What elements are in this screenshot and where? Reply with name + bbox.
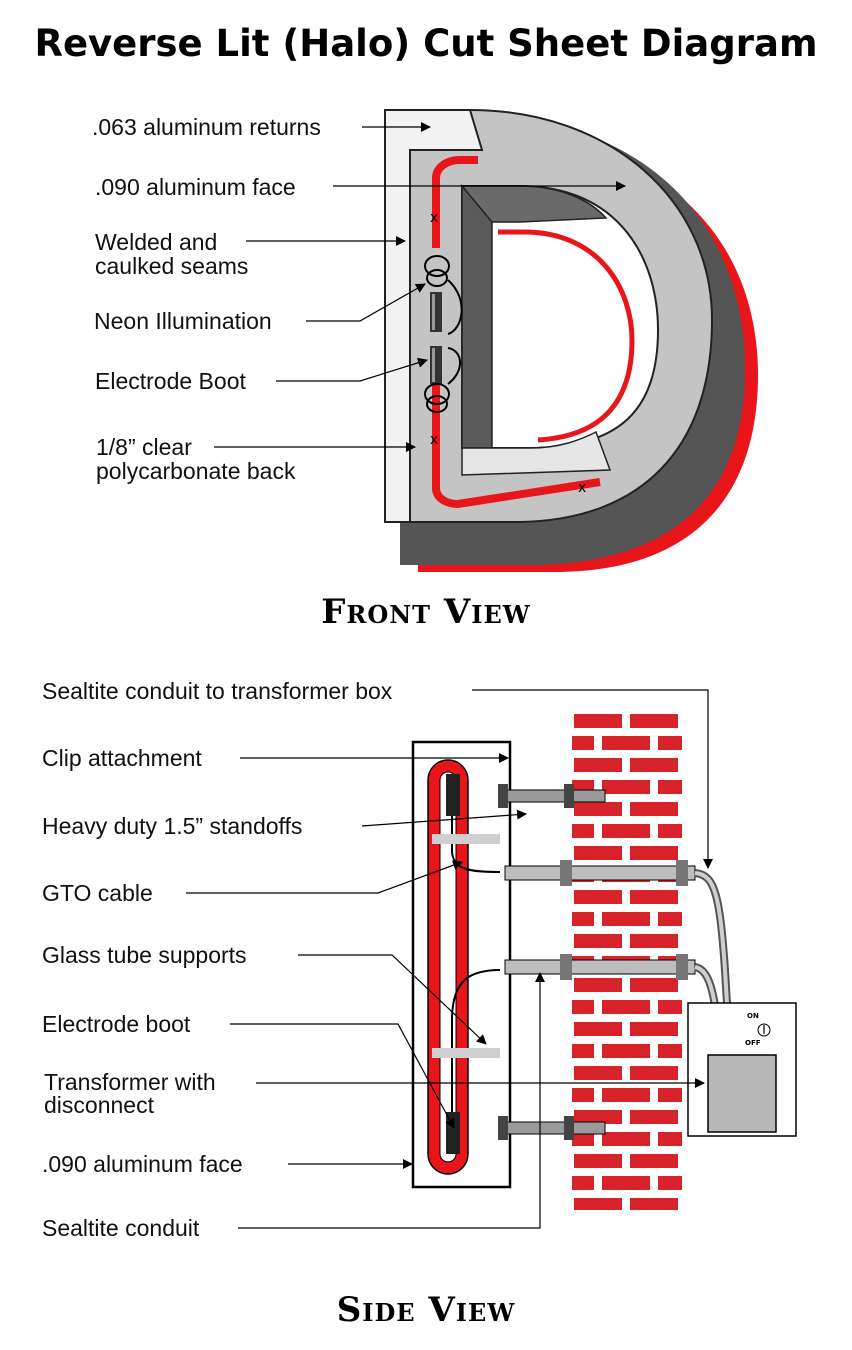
- counter-bottom-lip: [461, 430, 612, 476]
- label-gto-cable: GTO cable: [42, 880, 153, 906]
- transformer: [707, 1054, 777, 1133]
- standoff-top: [498, 784, 606, 808]
- svg-text:x: x: [430, 432, 438, 448]
- neon-tube: [432, 156, 478, 248]
- svg-text:x: x: [430, 210, 438, 226]
- label-aluminum-returns: .063 aluminum returns: [92, 114, 321, 140]
- label-glass-tube-supports: Glass tube supports: [42, 942, 247, 968]
- front-view-diagram: x x x: [214, 109, 759, 572]
- switch-on-label: ON: [747, 1012, 759, 1020]
- label-sealtite-conduit: Sealtite conduit: [42, 1215, 200, 1241]
- label-welded-seams-2: caulked seams: [95, 253, 249, 279]
- svg-text:x: x: [578, 480, 586, 496]
- gto-cable-bottom: [451, 969, 501, 1140]
- label-electrode-boot-side: Electrode boot: [42, 1011, 191, 1037]
- label-aluminum-face-side: .090 aluminum face: [42, 1151, 243, 1177]
- label-clip-attachment: Clip attachment: [42, 745, 202, 771]
- front-view-title: Front View: [321, 592, 531, 632]
- standoff-bottom: [498, 1116, 606, 1140]
- label-standoffs: Heavy duty 1.5” standoffs: [42, 813, 303, 839]
- label-neon-illumination: Neon Illumination: [94, 308, 272, 334]
- label-transformer-2: disconnect: [44, 1092, 154, 1118]
- label-aluminum-face: .090 aluminum face: [95, 174, 296, 200]
- page-title: Reverse Lit (Halo) Cut Sheet Diagram: [34, 22, 818, 65]
- neon-tube-lower: [432, 380, 601, 509]
- side-view-title: Side View: [336, 1290, 516, 1330]
- counter-red-edge: [498, 229, 635, 443]
- label-sealtite-to-transformer: Sealtite conduit to transformer box: [42, 678, 393, 704]
- label-transformer-1: Transformer with: [44, 1069, 216, 1095]
- label-electrode-boot: Electrode Boot: [95, 368, 246, 394]
- label-welded-seams-1: Welded and: [95, 229, 218, 255]
- letter-left-return: [384, 109, 484, 523]
- glass-support-top: [432, 834, 500, 844]
- side-electrode-boot-top: [446, 774, 460, 816]
- electrode-top: [424, 255, 463, 335]
- glass-support-bottom: [432, 1048, 500, 1058]
- switch-off-label: OFF: [745, 1039, 761, 1047]
- electrode-bottom: [424, 347, 461, 413]
- label-polycarbonate-back-2: polycarbonate back: [96, 458, 296, 484]
- label-polycarbonate-back-1: 1/8” clear: [96, 434, 192, 460]
